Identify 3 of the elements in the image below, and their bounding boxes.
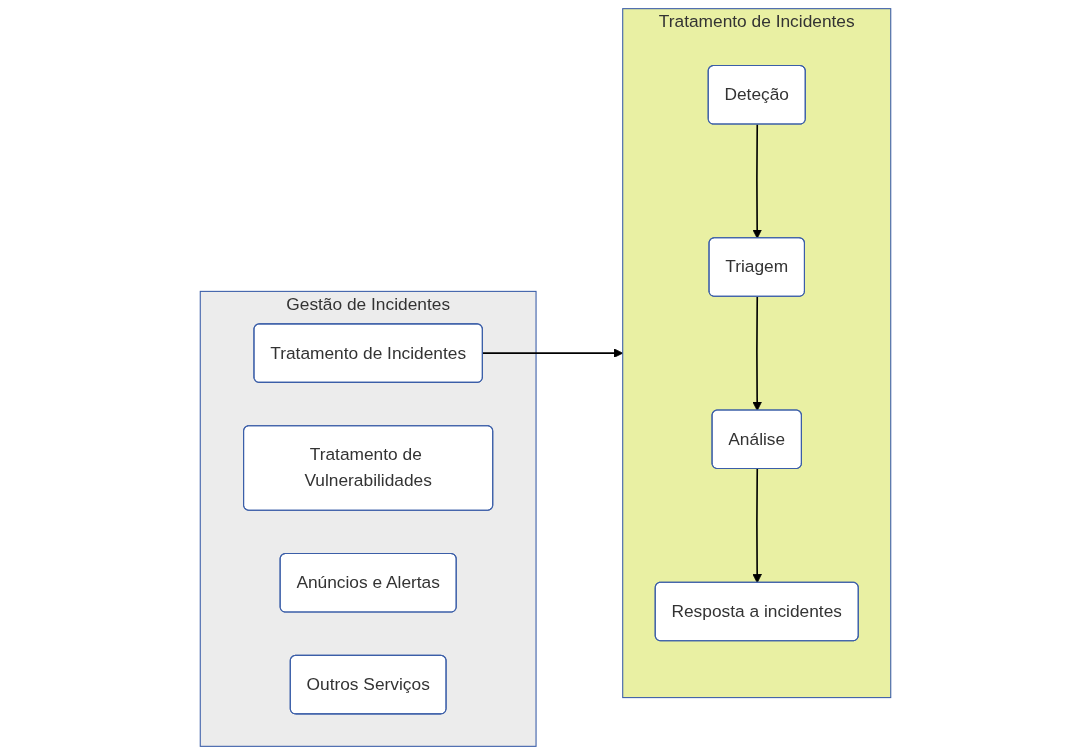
arrow	[752, 468, 762, 584]
arrow	[752, 296, 762, 411]
arrow	[752, 123, 762, 239]
